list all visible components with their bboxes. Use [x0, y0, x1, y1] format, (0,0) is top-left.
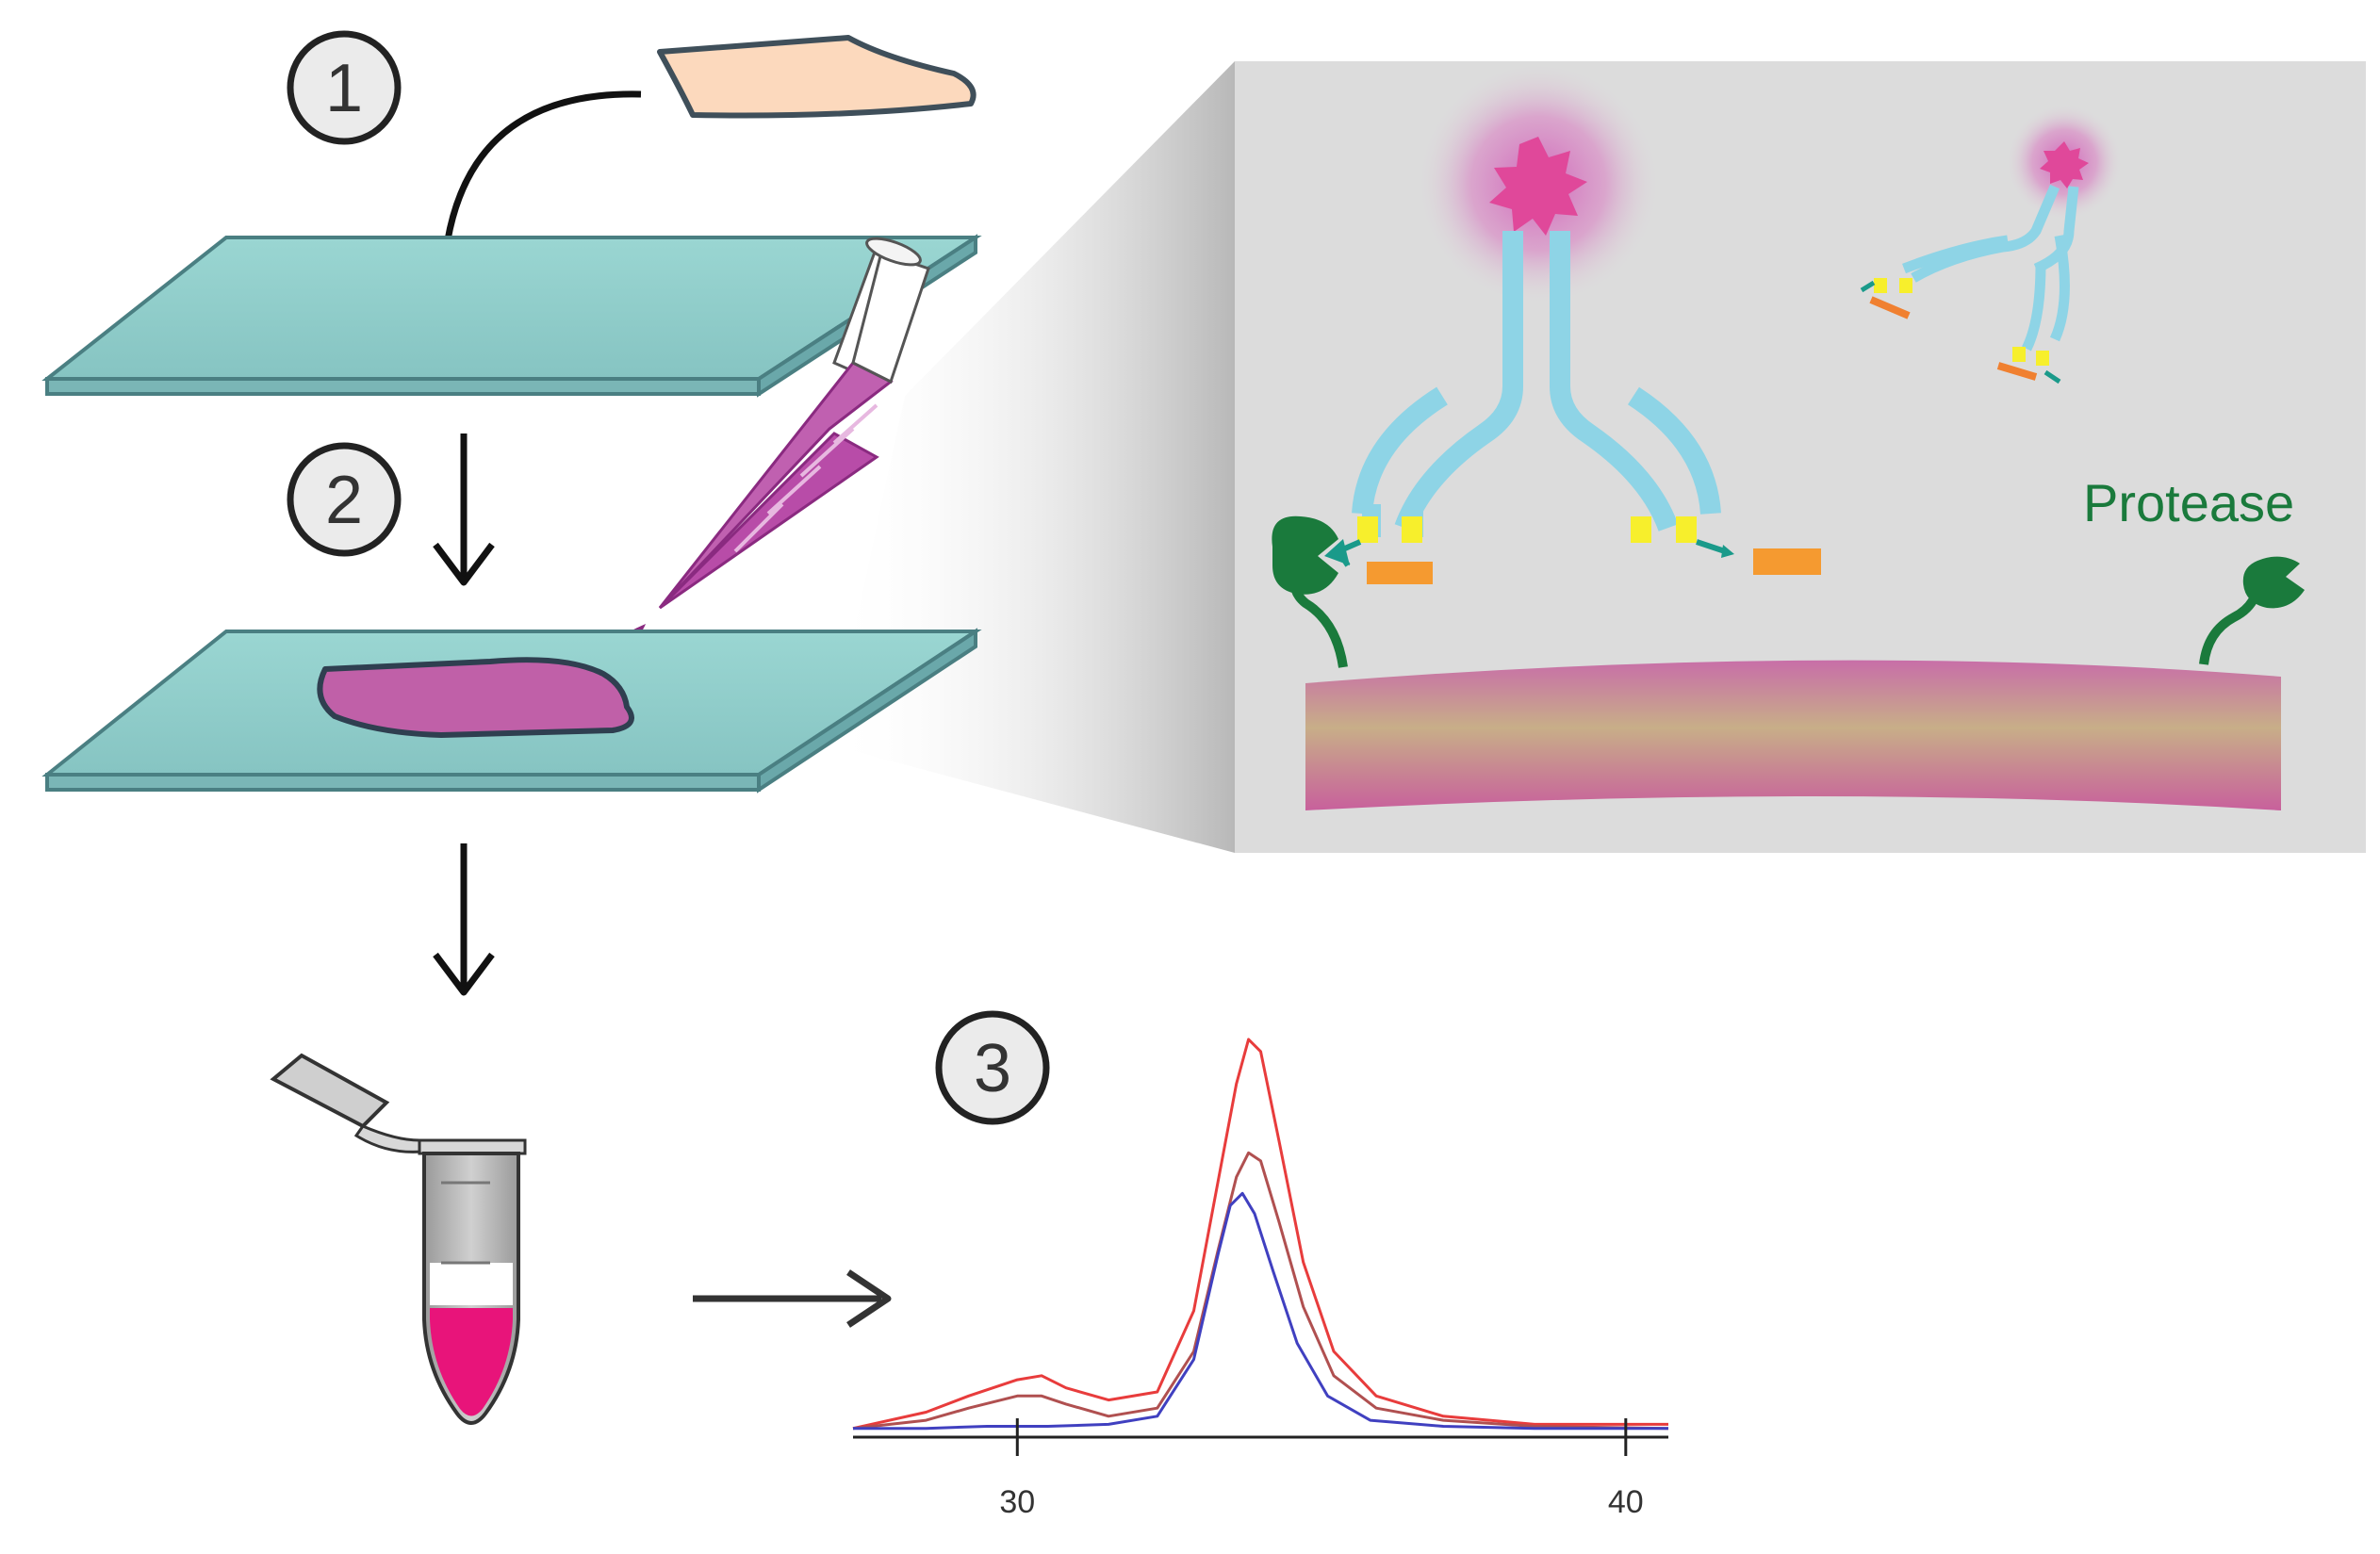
arrow-down-2: [433, 433, 495, 586]
microcentrifuge-tube-icon: [270, 1053, 527, 1425]
binding-site: [1631, 516, 1651, 543]
pipette-icon: [658, 237, 930, 610]
step-1-badge: 1: [287, 30, 402, 145]
x-tick-label: 30: [999, 1484, 1035, 1520]
svg-text:2: 2: [325, 463, 363, 538]
fluorophore-large: [1489, 137, 1587, 236]
x-tick-label: 40: [1608, 1484, 1644, 1520]
chart-series-1: [852, 1038, 1668, 1431]
peptide-tag-released: [1753, 548, 1821, 575]
binding-site: [1357, 516, 1378, 543]
step-2-badge: 2: [287, 442, 402, 557]
arrow-place-tissue: [439, 90, 642, 284]
inset-panel: Protease: [1235, 61, 2366, 853]
glass-slide-1: [41, 234, 982, 398]
tissue-sample-stained: [317, 657, 634, 738]
antibody-large: [1334, 61, 1734, 584]
chart-series-3: [853, 1191, 1668, 1431]
x-ticks: 30 40: [999, 1418, 1644, 1520]
arrow-right: [693, 1269, 892, 1328]
svg-text:3: 3: [974, 1031, 1011, 1106]
svg-text:1: 1: [325, 51, 363, 126]
inset-tissue: [1305, 660, 2281, 810]
antibody-small: [1860, 104, 2123, 384]
protease-label: Protease: [2083, 473, 2294, 532]
chart-series-group: [852, 1038, 1669, 1431]
tissue-sample-raw: [657, 35, 977, 119]
protease-right: [2199, 556, 2305, 665]
binding-site: [1676, 516, 1697, 543]
arrow-down-3: [433, 843, 495, 996]
protease-left: [1272, 515, 1350, 668]
fluorophore-small: [2040, 141, 2089, 188]
step-3-badge: 3: [935, 1010, 1050, 1125]
zoom-beam: [829, 61, 1235, 853]
chromatogram-chart: 30 40: [852, 1038, 1669, 1520]
binding-site: [1402, 516, 1422, 543]
tube-liquid: [430, 1308, 513, 1416]
peptide-tag: [1367, 562, 1433, 584]
chart-series-2: [852, 1151, 1669, 1431]
